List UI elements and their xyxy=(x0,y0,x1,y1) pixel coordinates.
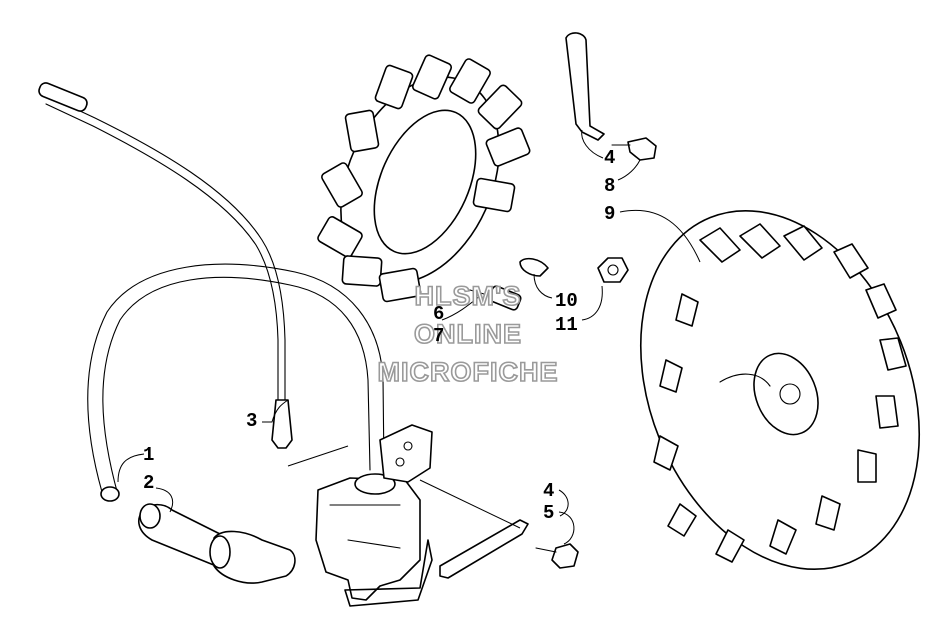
watermark-line-3: MICROFICHE xyxy=(378,357,559,387)
leader-9 xyxy=(619,210,701,263)
ignition-coil xyxy=(315,424,433,607)
leader-3 xyxy=(262,399,289,423)
leader-1 xyxy=(117,453,145,483)
lead-wire xyxy=(38,82,293,449)
leader-4a xyxy=(558,489,569,517)
upper-clamp xyxy=(565,32,657,161)
leader-11 xyxy=(581,285,603,321)
leader-5 xyxy=(558,511,575,545)
stator xyxy=(317,54,531,303)
leader-8 xyxy=(617,159,641,181)
stator-screw xyxy=(469,285,522,311)
lower-clamp xyxy=(439,519,579,579)
woodruff-key xyxy=(519,257,549,277)
callout-7: 7 xyxy=(433,325,444,347)
leader-4b xyxy=(581,129,604,159)
callout-2: 2 xyxy=(143,472,154,494)
callout-9: 9 xyxy=(604,203,615,225)
callout-5: 5 xyxy=(543,502,554,524)
leader-coil-stator xyxy=(287,445,349,467)
callout-4-lower: 4 xyxy=(543,480,554,502)
watermark: HLSM'S ONLINE MICROFICHE xyxy=(377,280,559,388)
callout-4-upper: 4 xyxy=(604,147,615,169)
watermark-line-2: ONLINE xyxy=(414,319,522,349)
spark-plug-wire xyxy=(87,263,385,502)
flywheel-nut xyxy=(597,257,629,283)
spark-plug-cap xyxy=(138,503,296,584)
leader-clamp-coil xyxy=(419,479,521,529)
flywheel xyxy=(639,209,921,571)
leader-10 xyxy=(533,273,553,299)
callout-10: 10 xyxy=(555,290,578,312)
callout-8: 8 xyxy=(604,175,615,197)
leader-6-7 xyxy=(441,295,481,321)
callout-11: 11 xyxy=(555,314,578,336)
callout-6: 6 xyxy=(433,303,444,325)
watermark-line-1: HLSM'S xyxy=(415,281,522,311)
callout-3: 3 xyxy=(246,410,257,432)
callout-1: 1 xyxy=(143,444,154,466)
leader-2 xyxy=(155,487,174,513)
